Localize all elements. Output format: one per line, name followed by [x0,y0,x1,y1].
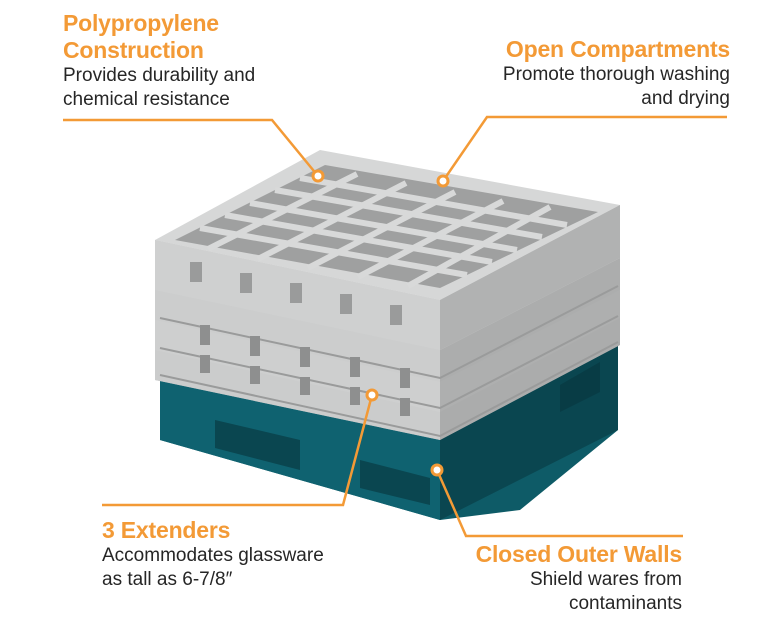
leader-dots [311,169,450,477]
callout-description: Provides durability and chemical resista… [63,64,323,112]
callout-title-line: Construction [63,37,204,63]
leader-outer-walls [435,469,683,538]
callout-desc-line: and drying [641,88,730,109]
callout-description: Shield wares from contaminants [422,568,682,616]
dot-open-compartments [436,174,450,188]
leader-open-compartments [441,115,727,182]
callout-extenders: 3 Extenders Accommodates glassware as ta… [102,517,382,592]
callout-title: Closed Outer Walls [475,541,683,567]
dot-extenders [365,388,379,402]
callout-desc-line: as tall as 6-7/8″ [102,569,233,590]
callout-description: Promote thorough washing and drying [430,63,730,111]
dot-outer-walls [430,463,444,477]
leader-extenders [102,394,374,507]
callout-title: Polypropylene Construction [63,10,323,64]
callout-polypropylene: Polypropylene Construction Provides dura… [63,10,323,112]
leader-lines [63,115,727,538]
callout-outer-walls: Closed Outer Walls Shield wares from con… [422,541,683,616]
callout-title: Open Compartments [505,36,730,62]
callout-desc-line: Accommodates glassware [102,545,324,566]
callout-title-line: Polypropylene [63,10,219,36]
callout-desc-line: chemical resistance [63,89,230,110]
callout-desc-line: Promote thorough washing [502,64,730,85]
callout-desc-line: Provides durability and [63,65,256,86]
callout-desc-line: Shield wares from [529,569,682,590]
compartment-rack [155,150,620,350]
leader-polypropylene [63,118,319,177]
dot-polypropylene [311,169,325,183]
callout-open-compartments: Open Compartments Promote thorough washi… [430,36,730,111]
callout-description: Accommodates glassware as tall as 6-7/8″ [102,544,382,592]
callout-title: 3 Extenders [102,517,231,543]
callout-desc-line: contaminants [568,593,682,614]
